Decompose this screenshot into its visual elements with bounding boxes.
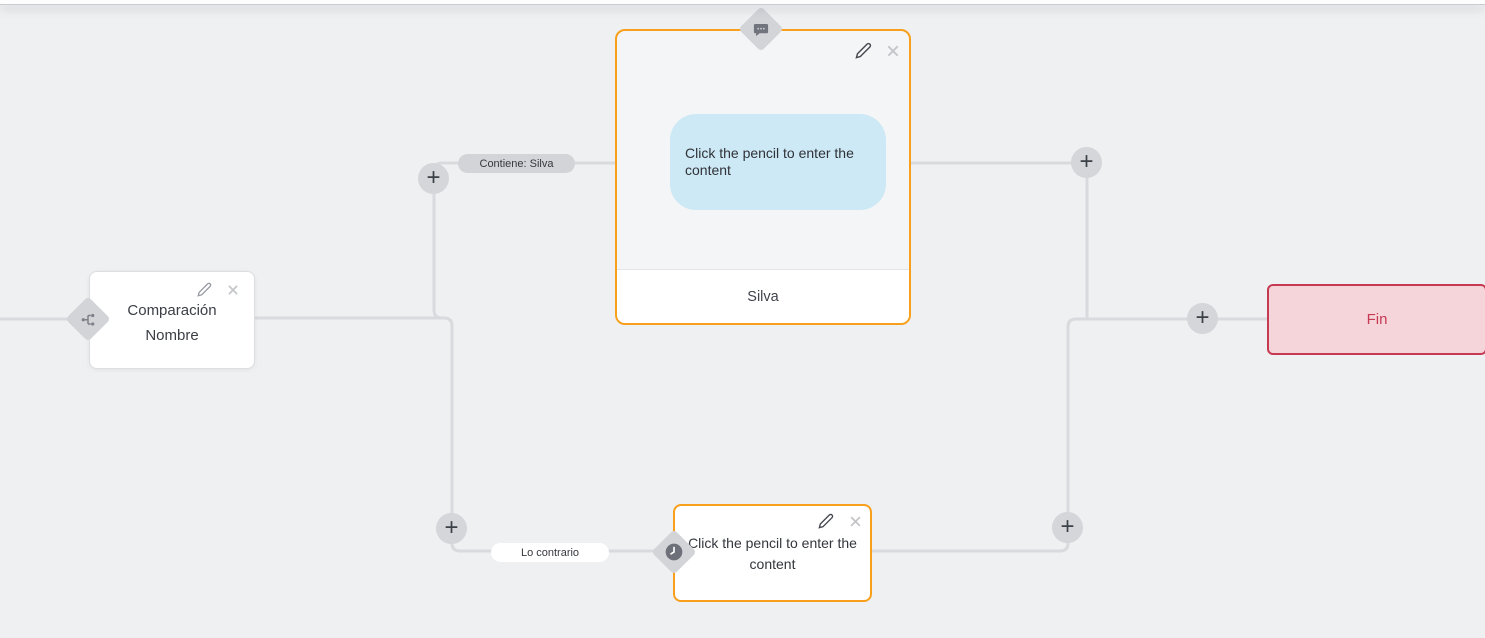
add-node-button-top-right[interactable]: + (1071, 147, 1102, 178)
condition-node[interactable]: Comparación Nombre (89, 271, 255, 369)
delete-button[interactable] (885, 43, 901, 59)
end-node[interactable]: Fin (1267, 284, 1485, 355)
edit-button[interactable] (197, 282, 212, 297)
edit-button[interactable] (818, 513, 834, 529)
delete-button[interactable] (848, 514, 863, 529)
plus-icon: + (426, 163, 441, 191)
message-node-footer: Silva (617, 269, 909, 323)
close-icon (885, 43, 901, 59)
condition-title-line1: Comparación (127, 302, 217, 319)
condition-node-badge (65, 296, 111, 342)
close-icon (848, 514, 863, 529)
fallback-node[interactable]: Click the pencil to enter the content (673, 504, 872, 602)
edge-fallback-to-end (866, 317, 1269, 553)
plus-icon: + (1060, 512, 1075, 540)
message-bubble: Click the pencil to enter the content (670, 114, 886, 210)
add-node-button-bottom-right[interactable]: + (1052, 512, 1083, 543)
plus-icon: + (1195, 303, 1210, 331)
add-node-button-before-end[interactable]: + (1187, 303, 1218, 334)
fallback-node-badge (651, 529, 697, 575)
edge-condition-to-message (432, 161, 618, 320)
edit-button[interactable] (855, 42, 872, 59)
fallback-placeholder: Click the pencil to enter the content (688, 535, 857, 572)
message-node-badge (738, 6, 784, 52)
branch-icon (80, 311, 97, 328)
delete-button[interactable] (226, 283, 240, 297)
pencil-icon (197, 282, 212, 297)
top-edge-shadow (0, 0, 1485, 5)
plus-icon: + (1079, 147, 1094, 175)
edge-message-out (905, 161, 1089, 319)
plus-icon: + (444, 513, 459, 541)
edge-label-lo-contrario[interactable]: Lo contrario (491, 543, 609, 562)
pencil-icon (818, 513, 834, 529)
close-icon (226, 283, 240, 297)
message-node[interactable]: Click the pencil to enter the content Si… (615, 29, 911, 325)
clock-icon (664, 542, 684, 562)
edge-label-contiene-silva[interactable]: Contiene: Silva (458, 154, 575, 173)
add-node-button-bottom-left[interactable]: + (436, 513, 467, 544)
message-footer-label: Silva (747, 288, 779, 305)
message-placeholder: Click the pencil to enter the content (685, 145, 854, 178)
add-node-button-top-left[interactable]: + (418, 163, 449, 194)
chat-bubble-icon (753, 21, 770, 38)
edge-condition-to-fallback (253, 316, 676, 553)
condition-title-line2: Nombre (145, 327, 199, 344)
end-node-label: Fin (1366, 311, 1388, 328)
pencil-icon (855, 42, 872, 59)
